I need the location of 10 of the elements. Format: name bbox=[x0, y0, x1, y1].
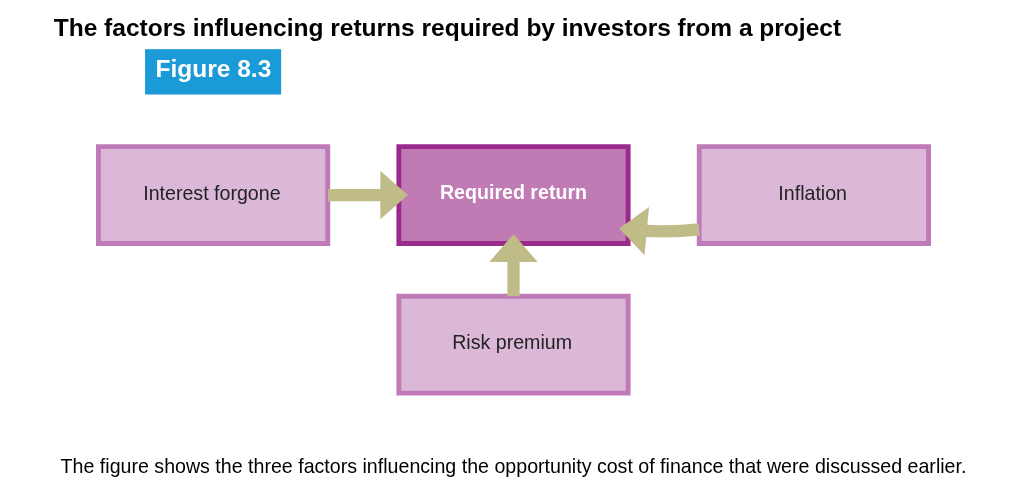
node-box: Interest forgone bbox=[96, 144, 331, 246]
arrow bbox=[489, 234, 538, 297]
diagram-title: The factors influencing returns required by investors from a project bbox=[53, 14, 842, 42]
node-box: Required return bbox=[396, 144, 631, 246]
caption: The figure shows the three factors influencing the opportunity cost of finance that were discussed earlier. bbox=[60, 454, 967, 477]
arrow bbox=[328, 170, 408, 220]
arrow bbox=[619, 207, 700, 256]
node-box: Risk premium bbox=[396, 293, 631, 396]
node-box: Inflation bbox=[696, 144, 931, 246]
label: Figure 8.3 bbox=[155, 54, 272, 82]
